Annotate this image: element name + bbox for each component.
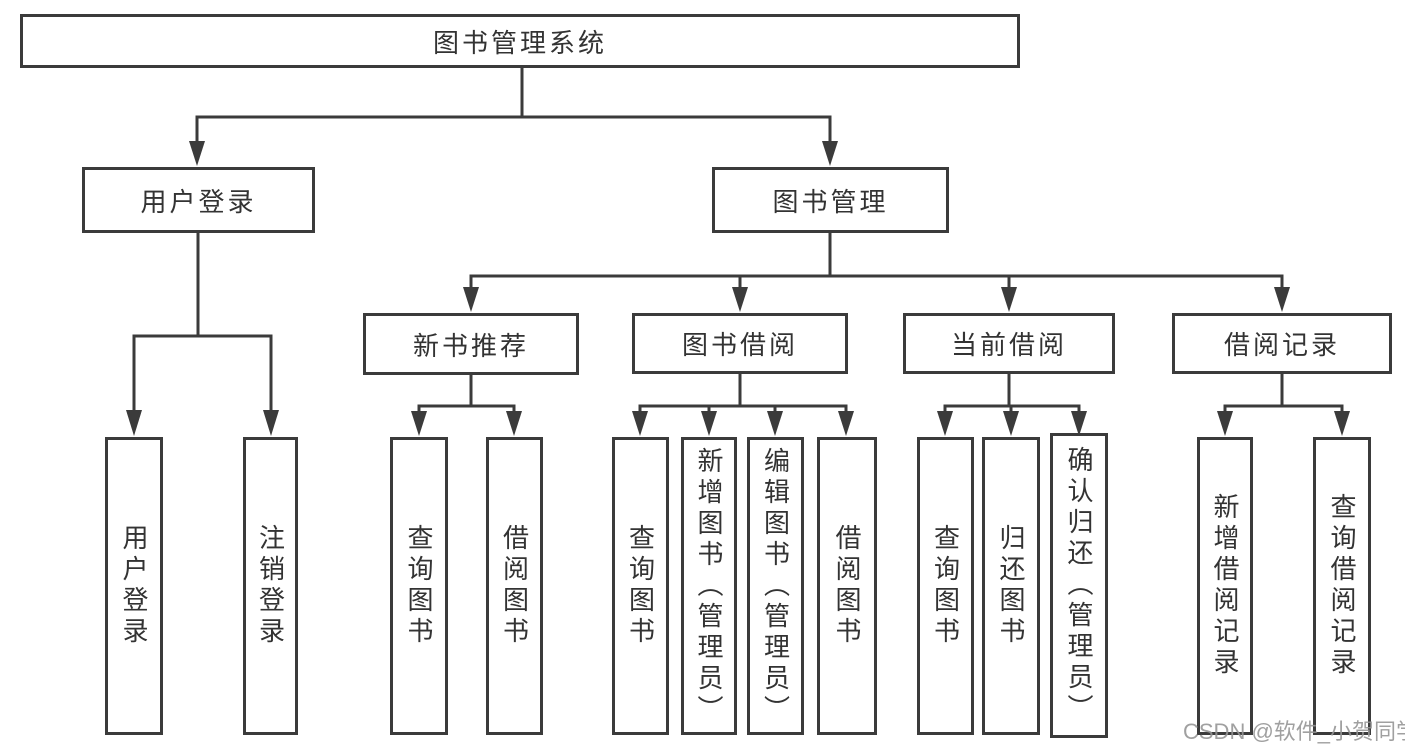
leaf-return-book-label: 归还图书 <box>996 524 1026 648</box>
leaf-query-books-1: 查询图书 <box>390 437 448 735</box>
leaf-borrow-book-1: 借阅图书 <box>486 437 543 735</box>
leaf-logout: 注销登录 <box>243 437 298 735</box>
leaf-query-borrow-record: 查询借阅记录 <box>1313 437 1371 735</box>
node-book-borrow-label: 图书借阅 <box>681 330 798 360</box>
leaf-add-borrow-record-label: 新增借阅记录 <box>1210 493 1240 679</box>
node-library-system-label: 图书管理系统 <box>432 27 607 58</box>
arrowheads <box>126 141 1350 436</box>
leaf-edit-book-admin: 编辑图书（管理员） <box>747 437 804 735</box>
leaf-query-books-3-label: 查询图书 <box>930 524 961 648</box>
leaf-query-books-2: 查询图书 <box>612 437 669 735</box>
leaf-borrow-book-1-label: 借阅图书 <box>499 524 530 648</box>
leaf-user-login-label: 用户登录 <box>119 524 149 648</box>
leaf-query-books-3: 查询图书 <box>917 437 974 735</box>
leaf-logout-label: 注销登录 <box>255 524 286 648</box>
leaf-query-books-2-label: 查询图书 <box>625 524 656 648</box>
leaf-add-borrow-record: 新增借阅记录 <box>1197 437 1253 735</box>
leaf-borrow-book-2: 借阅图书 <box>817 437 877 735</box>
csdn-watermark: CSDN @软件_小贺同学 <box>1183 719 1405 744</box>
node-book-borrow: 图书借阅 <box>632 313 848 374</box>
node-current-borrow: 当前借阅 <box>903 313 1115 374</box>
leaf-user-login: 用户登录 <box>105 437 163 735</box>
node-new-book-recommend: 新书推荐 <box>363 313 579 375</box>
node-borrow-record-label: 借阅记录 <box>1223 330 1340 360</box>
leaf-borrow-book-2-label: 借阅图书 <box>832 524 862 648</box>
leaf-confirm-return-admin: 确认归还（管理员） <box>1050 433 1108 738</box>
leaf-query-books-1-label: 查询图书 <box>404 524 434 648</box>
node-book-management: 图书管理 <box>712 167 949 233</box>
leaf-return-book: 归还图书 <box>982 437 1040 735</box>
leaf-add-book-admin-label: 新增图书（管理员） <box>694 446 724 726</box>
node-current-borrow-label: 当前借阅 <box>950 330 1067 360</box>
node-library-system: 图书管理系统 <box>20 14 1020 68</box>
leaf-edit-book-admin-label: 编辑图书（管理员） <box>760 446 791 726</box>
node-user-login-label: 用户登录 <box>140 186 257 217</box>
node-borrow-record: 借阅记录 <box>1172 313 1392 374</box>
node-user-login: 用户登录 <box>82 167 315 233</box>
leaf-add-book-admin: 新增图书（管理员） <box>681 437 737 735</box>
leaf-query-borrow-record-label: 查询借阅记录 <box>1327 493 1357 679</box>
node-new-book-recommend-label: 新书推荐 <box>412 330 529 361</box>
leaf-confirm-return-admin-label: 确认归还（管理员） <box>1064 446 1094 725</box>
node-book-management-label: 图书管理 <box>772 186 889 217</box>
